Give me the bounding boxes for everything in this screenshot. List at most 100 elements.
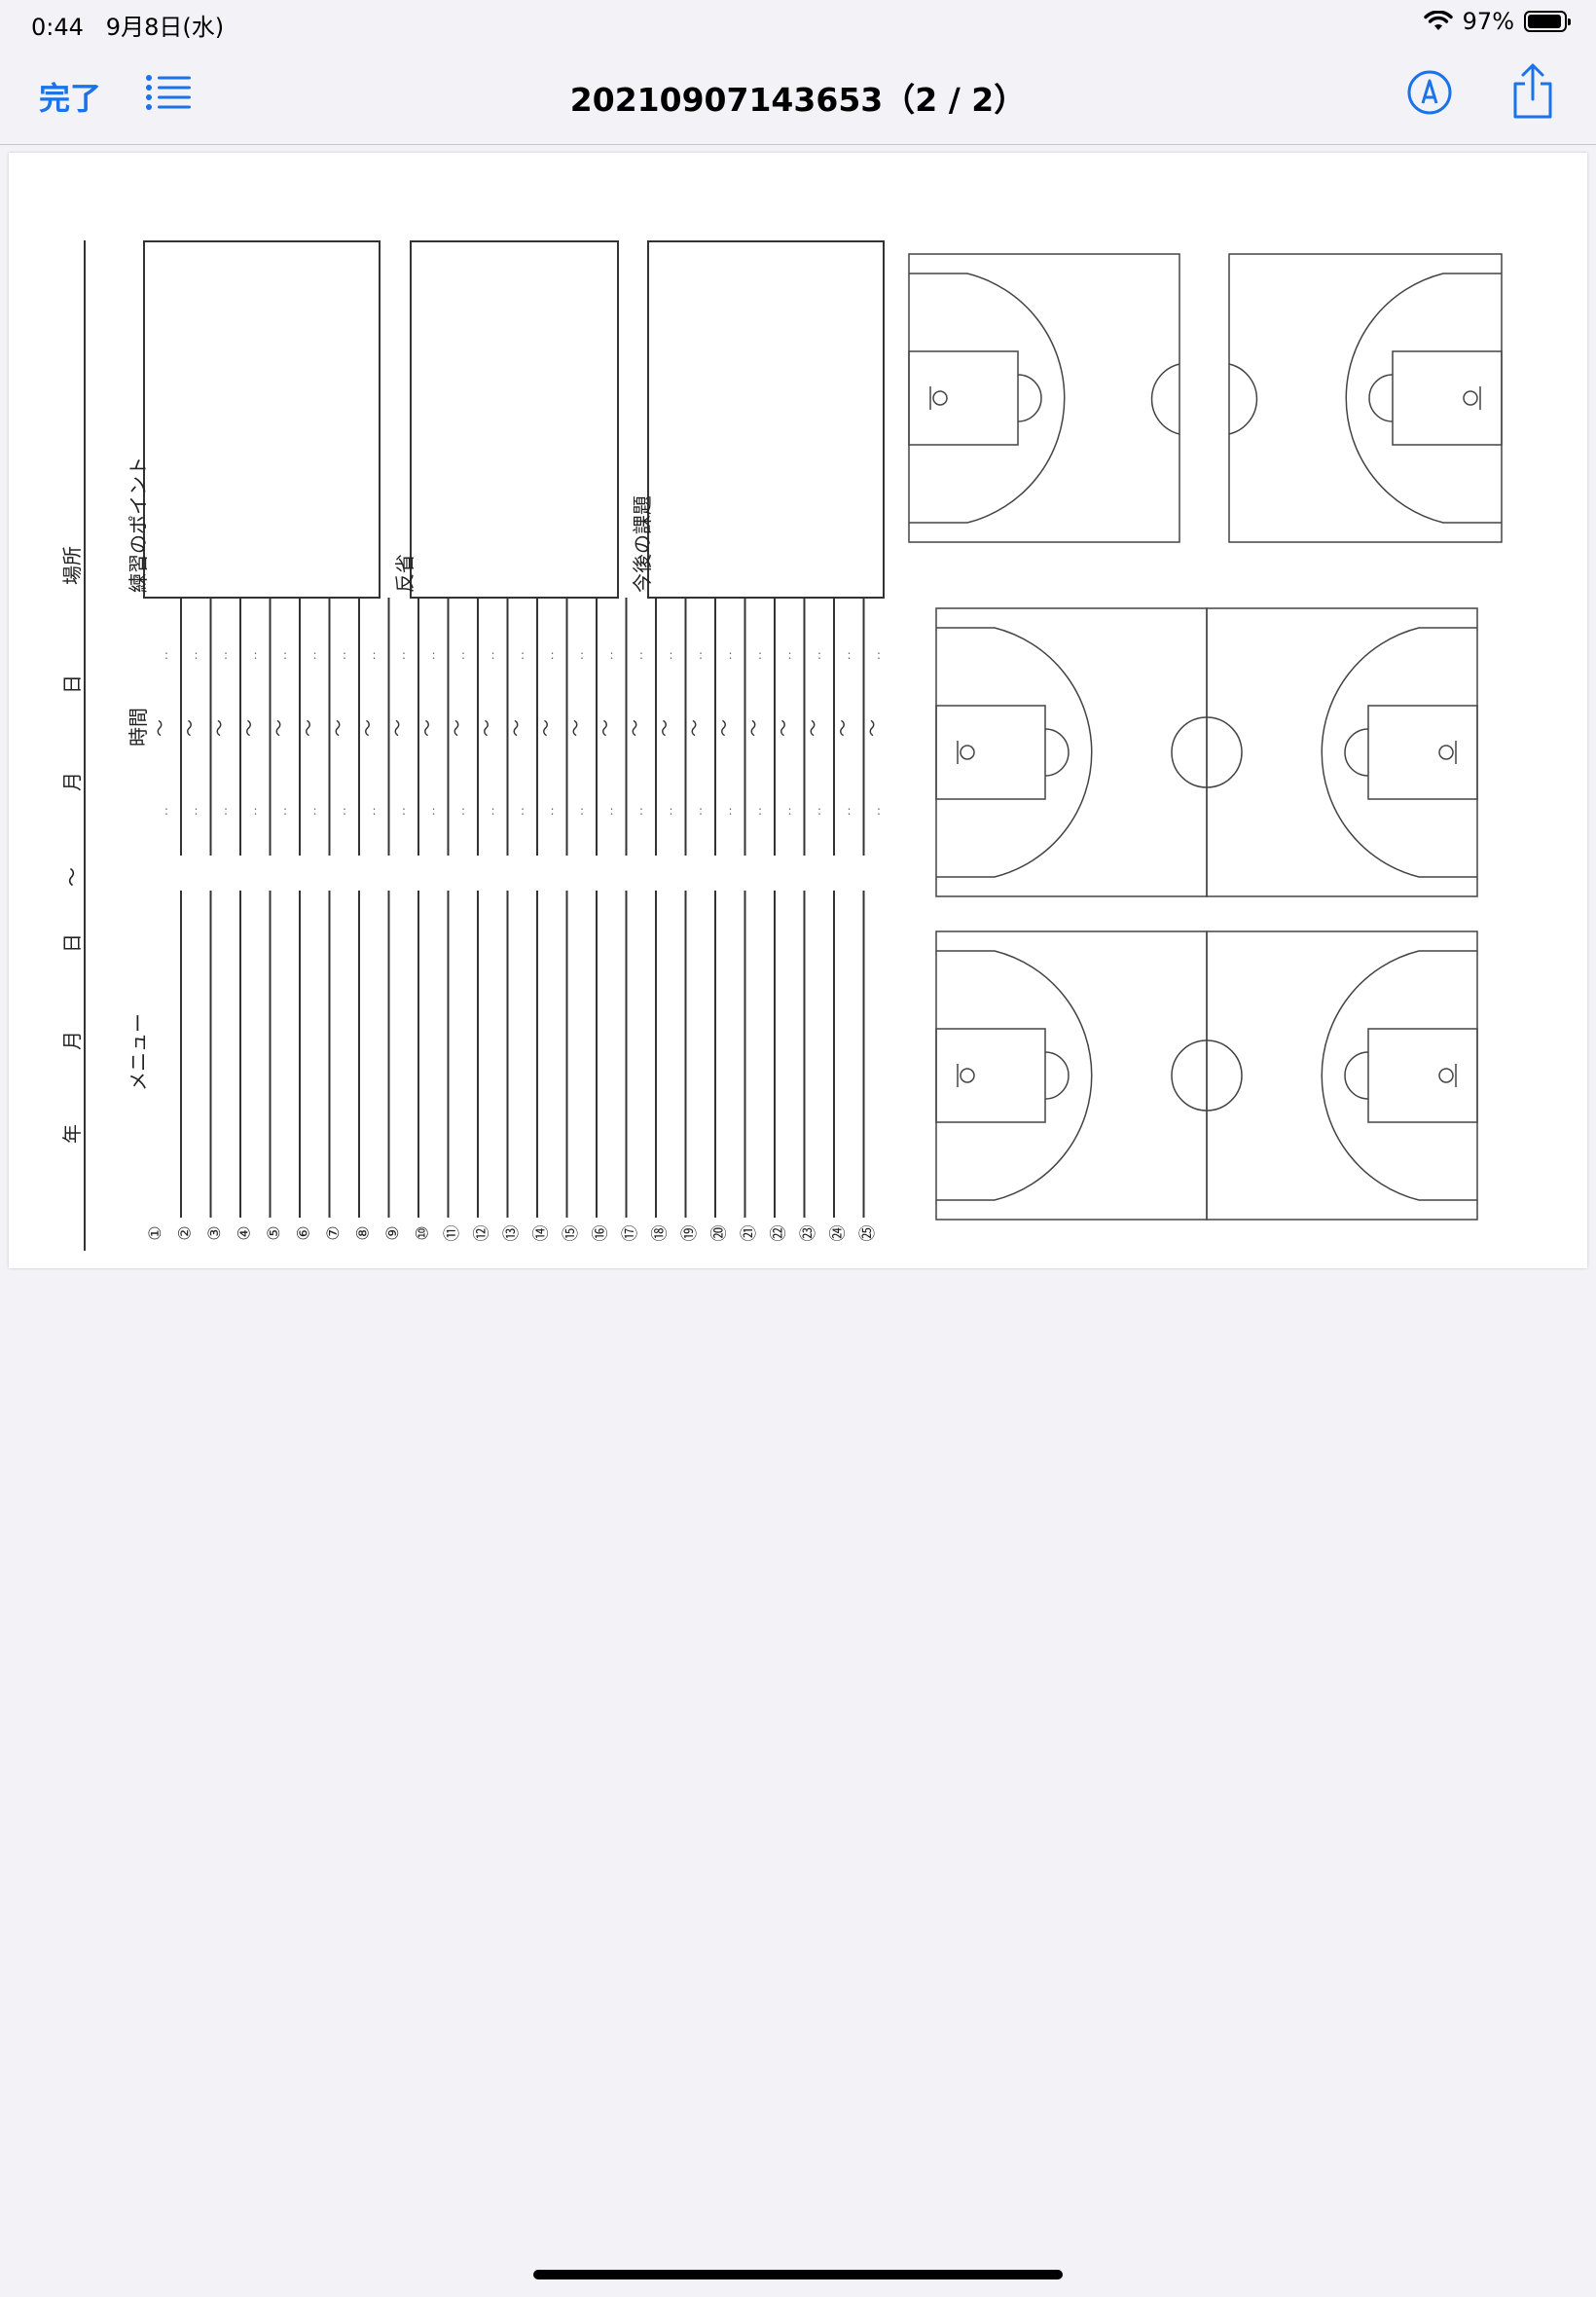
time-colon: : xyxy=(609,648,613,662)
time-tilde: 〜 xyxy=(685,719,706,737)
time-colon: : xyxy=(550,648,554,662)
court-key xyxy=(1367,705,1478,800)
time-colon: : xyxy=(580,804,584,818)
time-colon: : xyxy=(580,648,584,662)
time-colon: : xyxy=(877,648,881,662)
time-colon: : xyxy=(847,804,851,818)
court-key xyxy=(1367,1028,1478,1123)
time-tilde: 〜 xyxy=(656,719,676,737)
time-colon: : xyxy=(431,648,435,662)
time-colon: : xyxy=(402,804,406,818)
time-tilde: 〜 xyxy=(775,719,795,737)
done-button[interactable]: 完了 xyxy=(39,80,102,117)
time-colon: : xyxy=(253,804,257,818)
court-key xyxy=(1392,350,1503,446)
markup-icon[interactable] xyxy=(1405,68,1454,117)
practice-points-label: 練習のポイント xyxy=(127,456,150,593)
battery-percent: 97% xyxy=(1462,8,1514,35)
hoop xyxy=(932,390,948,406)
row-number: ㉓ xyxy=(799,1225,818,1242)
menu-label: メニュー xyxy=(127,1013,150,1091)
row-number: ⑤ xyxy=(265,1225,284,1240)
center-circle-half xyxy=(1150,363,1180,435)
three-point-arc xyxy=(1345,273,1502,524)
time-colon: : xyxy=(817,804,821,818)
full-court-right-half xyxy=(1206,607,1478,897)
time-colon: : xyxy=(787,648,791,662)
row-number: ⑭ xyxy=(532,1225,552,1242)
battery-icon xyxy=(1524,11,1571,32)
time-colon: : xyxy=(669,648,672,662)
row-number: ① xyxy=(146,1225,165,1240)
share-icon[interactable] xyxy=(1510,62,1555,121)
time-colon: : xyxy=(728,648,732,662)
basketball-courts xyxy=(908,253,1503,1221)
full-court-right-half xyxy=(1206,930,1478,1221)
time-colon: : xyxy=(847,648,851,662)
time-colon: : xyxy=(164,804,168,818)
time-tilde: 〜 xyxy=(270,719,290,737)
list-icon[interactable] xyxy=(146,74,191,113)
time-label: 時間 xyxy=(127,708,150,747)
half-court-right xyxy=(1228,253,1503,543)
hoop xyxy=(960,745,975,760)
time-colon: : xyxy=(194,648,198,662)
time-tilde: 〜 xyxy=(566,719,587,737)
court-key xyxy=(935,705,1046,800)
time-colon: : xyxy=(817,648,821,662)
time-tilde: 〜 xyxy=(418,719,439,737)
row-number: ⑫ xyxy=(473,1225,492,1242)
time-tilde: 〜 xyxy=(300,719,320,737)
full-court-left-half xyxy=(935,607,1208,897)
three-point-arc xyxy=(936,627,1093,878)
time-colon: : xyxy=(699,804,703,818)
wifi-icon xyxy=(1423,11,1453,30)
header-day: 日 xyxy=(60,933,84,953)
row-number: ⑦ xyxy=(324,1225,344,1240)
row-number: ⑪ xyxy=(443,1225,462,1242)
time-colon: : xyxy=(224,804,228,818)
time-colon: : xyxy=(550,804,554,818)
row-number: ⑨ xyxy=(383,1225,403,1240)
row-number: ⑯ xyxy=(592,1225,611,1242)
hoop xyxy=(1463,390,1478,406)
status-bar: 0:44 9月8日(水) 97% xyxy=(0,0,1596,45)
time-tilde: 〜 xyxy=(804,719,824,737)
time-tilde: 〜 xyxy=(210,719,231,737)
time-colon: : xyxy=(402,648,406,662)
time-colon: : xyxy=(312,648,316,662)
time-colon: : xyxy=(372,648,376,662)
court-boundary xyxy=(1228,253,1503,543)
time-tilde: 〜 xyxy=(151,719,171,737)
full-court-left-half xyxy=(935,930,1208,1221)
time-colon: : xyxy=(877,804,881,818)
time-tildes: 〜::〜::〜::〜::〜::〜::〜::〜::〜::〜::〜::〜::〜::〜… xyxy=(151,648,884,818)
court-key xyxy=(908,350,1019,446)
time-tilde: 〜 xyxy=(329,719,349,737)
free-throw-arc xyxy=(1044,728,1070,777)
time-colon: : xyxy=(312,804,316,818)
free-throw-arc xyxy=(1344,1051,1369,1100)
hoop xyxy=(1438,745,1454,760)
three-point-arc xyxy=(936,950,1093,1201)
free-throw-arc xyxy=(1368,374,1394,422)
time-colon: : xyxy=(461,804,465,818)
free-throw-arc xyxy=(1344,728,1369,777)
hoop xyxy=(960,1068,975,1083)
time-colon: : xyxy=(490,804,494,818)
header-month-2: 月 xyxy=(60,772,84,791)
time-tilde: 〜 xyxy=(834,719,854,737)
practice-sheet: 年 月 日 〜 月 日 場所 メニュー 時間 練習のポイント 反省 今後の課題 … xyxy=(60,240,1503,1251)
header-day-2: 日 xyxy=(60,675,84,694)
time-colon: : xyxy=(639,648,643,662)
free-throw-arc xyxy=(1017,374,1042,422)
time-colon: : xyxy=(283,648,287,662)
row-number: ㉑ xyxy=(740,1225,759,1242)
time-colon: : xyxy=(461,648,465,662)
court-key xyxy=(935,1028,1046,1123)
time-tilde: 〜 xyxy=(240,719,261,737)
row-number: ㉒ xyxy=(770,1225,789,1242)
header-month: 月 xyxy=(60,1031,84,1050)
time-colon: : xyxy=(728,804,732,818)
time-colon: : xyxy=(283,804,287,818)
